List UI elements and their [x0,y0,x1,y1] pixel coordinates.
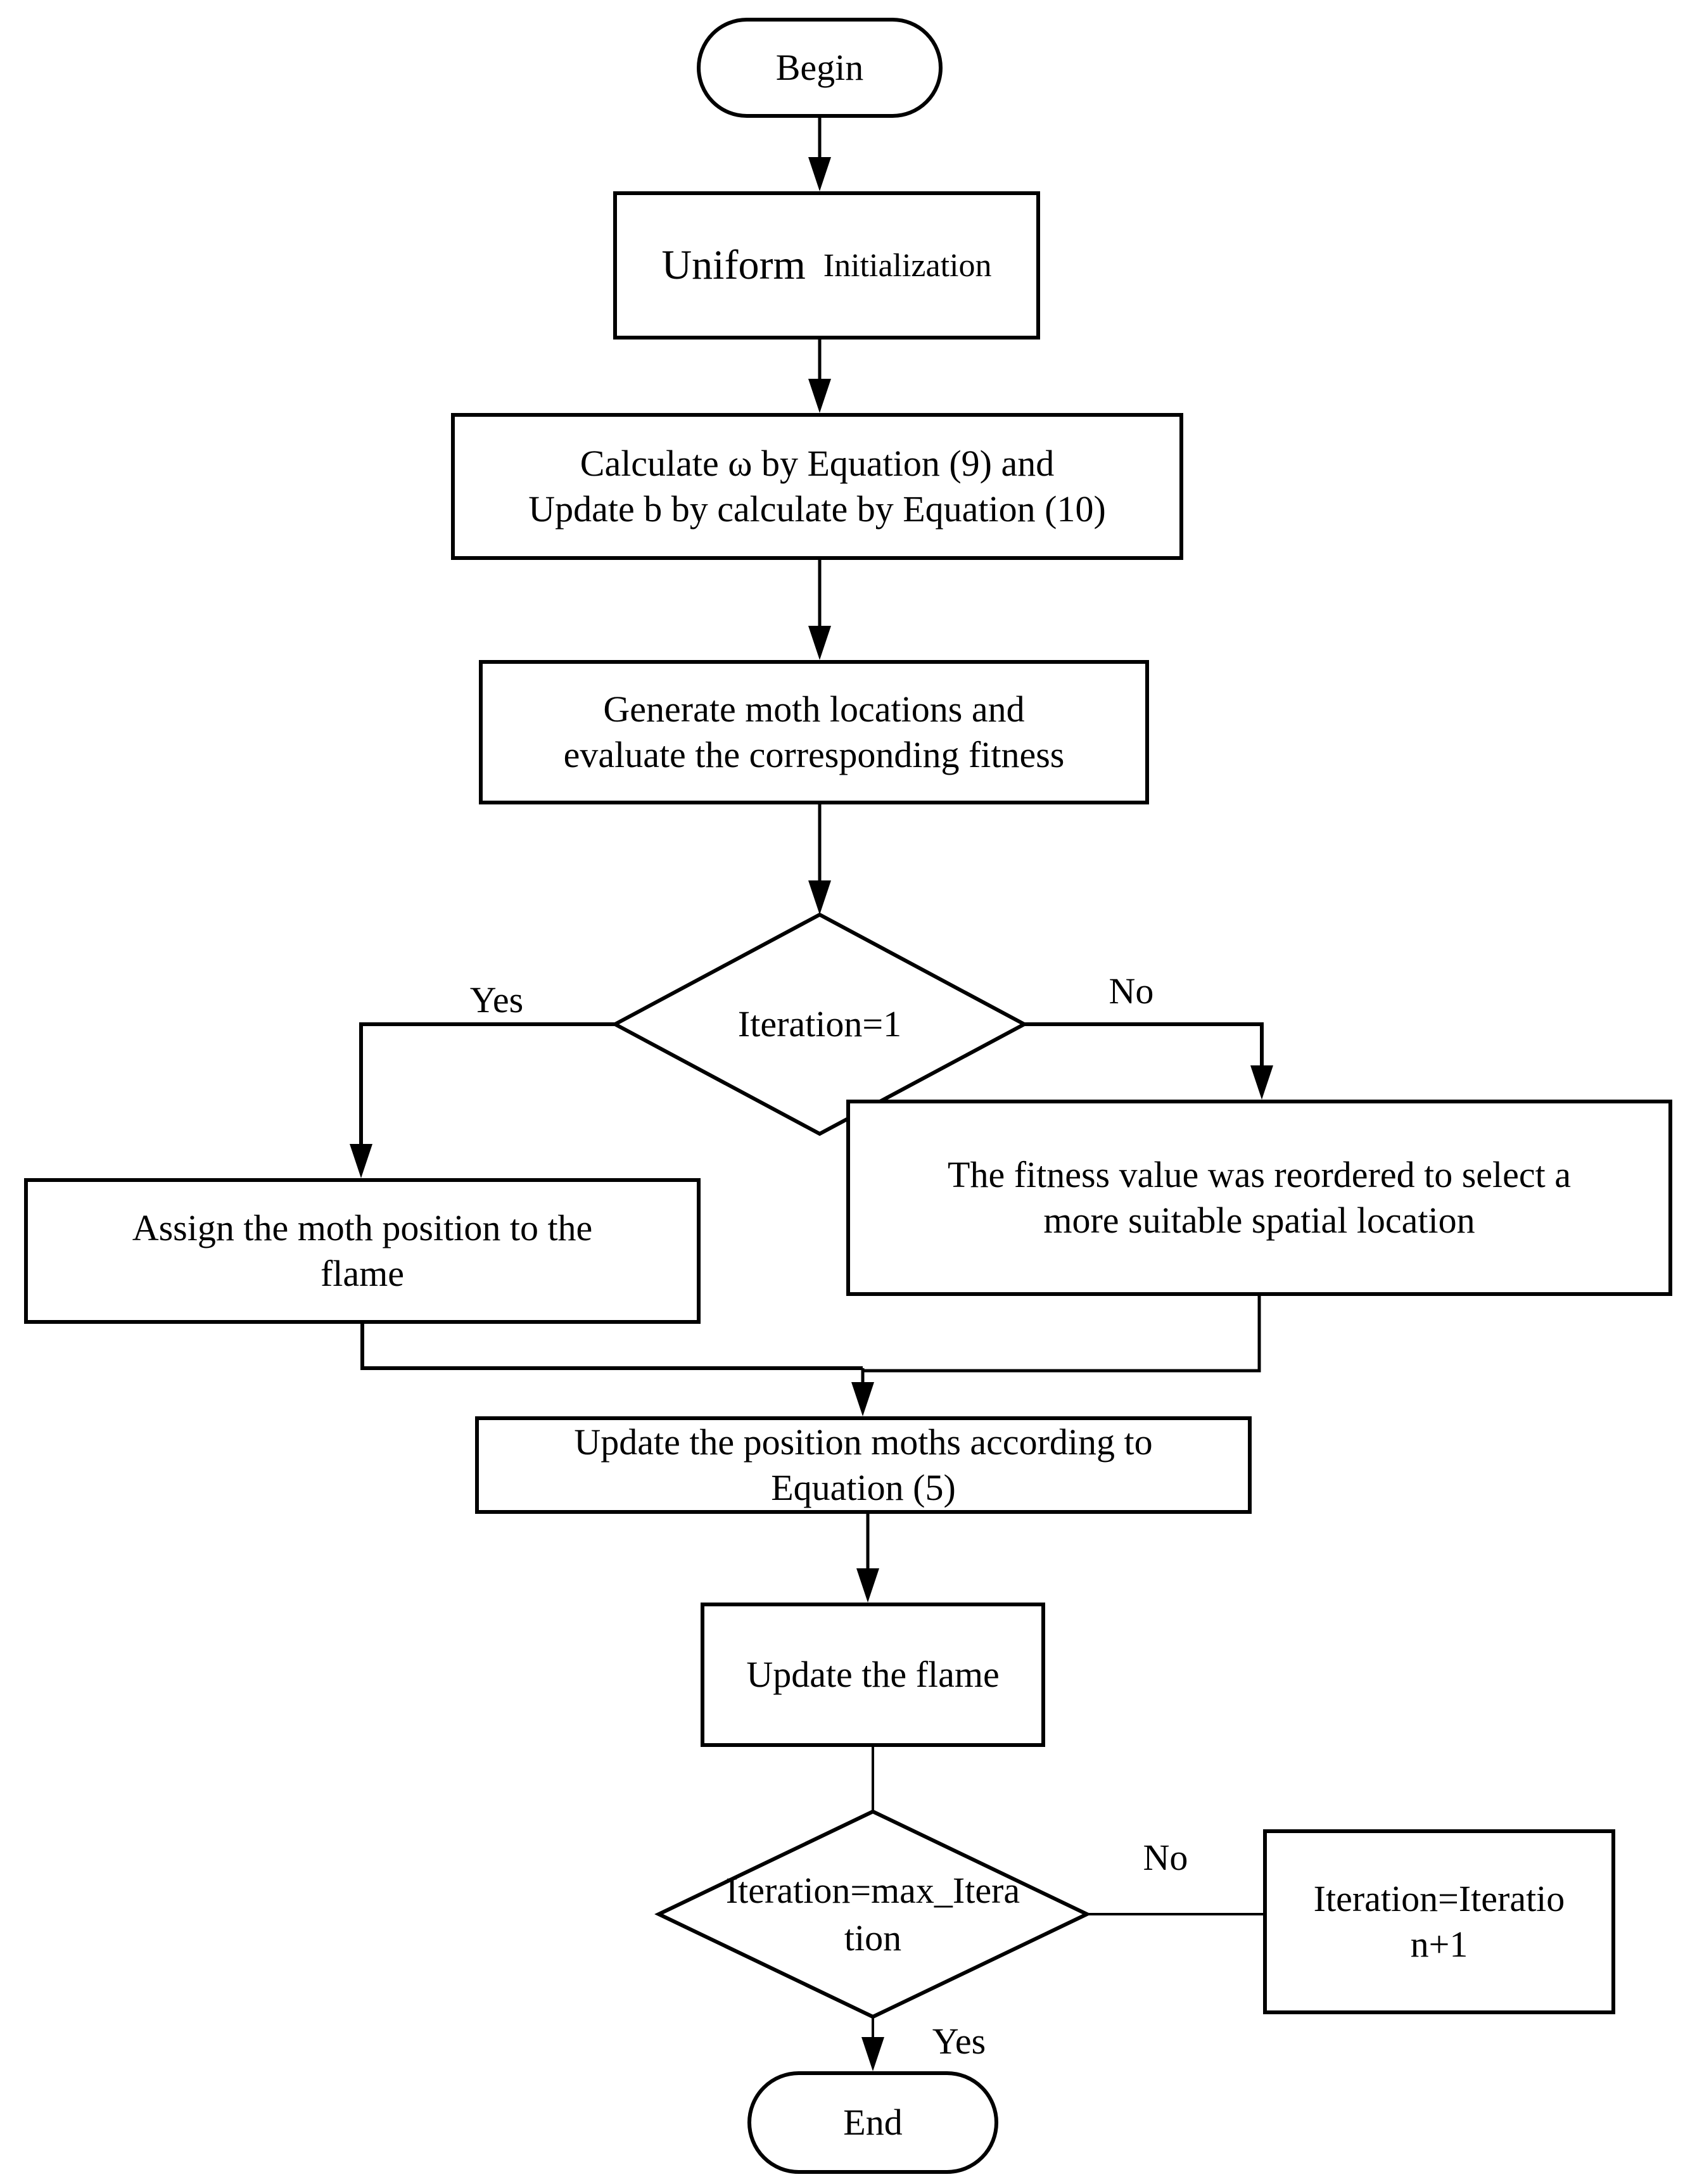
arrowhead-icon [1250,1065,1273,1100]
initialization-word: Initialization [823,247,992,284]
yes-label-decision2: Yes [932,2021,986,2062]
node-increment-iteration: Iteration=Iteratio n+1 [1263,1829,1615,2014]
update-position-text: Update the position moths according to E… [574,1421,1153,1509]
node-uniform-initialization: Uniform Initialization [613,191,1040,340]
node-generate-moths: Generate moth locations and evaluate the… [479,660,1149,804]
node-calculate-omega: Calculate ω by Equation (9) and Update b… [451,413,1183,560]
node-begin: Begin [697,18,943,118]
arrowhead-icon [851,1382,874,1416]
generate-text: Generate moth locations and evaluate the… [563,688,1065,776]
edge-fitness-merge [863,1296,1261,1373]
node-assign-moth-position: Assign the moth position to the flame [24,1178,701,1324]
arrowhead-icon [856,1568,879,1603]
node-fitness-reordered: The fitness value was reordered to selec… [846,1100,1672,1296]
no-label-decision2: No [1143,1837,1188,1878]
arrowhead-icon [808,626,831,660]
node-update-position: Update the position moths according to E… [475,1416,1252,1514]
arrowhead-icon [350,1144,372,1178]
no-label-decision1: No [1109,970,1154,1012]
yes-label-decision1: Yes [469,979,524,1020]
increment-text: Iteration=Iteratio n+1 [1313,1877,1565,1965]
uniform-word: Uniform [661,241,806,288]
arrowhead-icon [808,379,831,413]
begin-label: Begin [775,46,864,88]
decision-diamond-iteration1 [611,912,1029,1136]
decision-iteration1-label: Iteration=1 [737,1003,902,1045]
arrowhead-icon [808,880,831,915]
node-update-flame: Update the flame [701,1603,1045,1747]
edge-no-to-fitness [1024,1022,1264,1068]
arrowhead-icon [861,2037,884,2071]
end-label: End [843,2101,903,2143]
node-end: End [747,2071,998,2174]
update-flame-text: Update the flame [746,1653,1000,1695]
calculate-text: Calculate ω by Equation (9) and Update b… [528,442,1106,530]
fitness-text: The fitness value was reordered to selec… [948,1153,1571,1241]
decision-max-iteration-label: Iteration=max_Itera tion [725,1869,1020,1959]
assign-text: Assign the moth position to the flame [132,1207,593,1295]
arrowhead-icon [808,157,831,191]
edge-yes-to-assign [359,1022,615,1146]
edge-assign-merge [360,1324,863,1370]
